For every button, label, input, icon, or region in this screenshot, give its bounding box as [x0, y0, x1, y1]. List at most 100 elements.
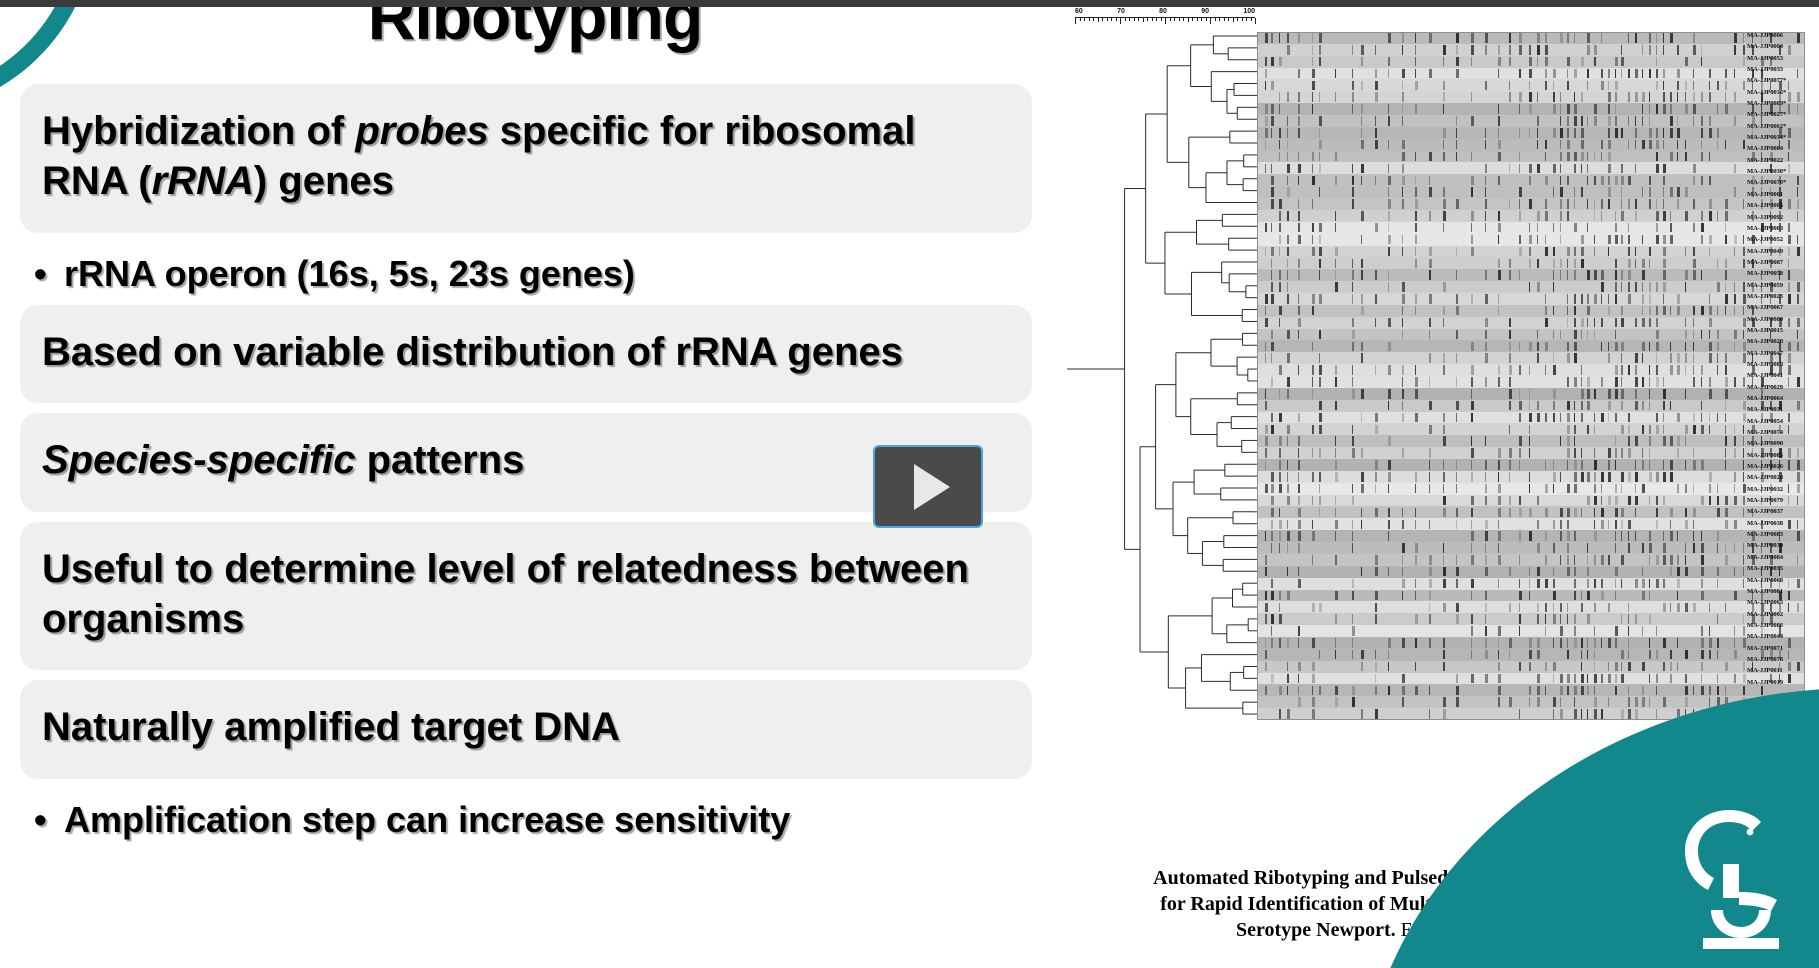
gel-band — [1761, 80, 1763, 91]
gel-band — [1335, 270, 1336, 280]
gel-band — [1388, 365, 1391, 375]
gel-band — [1498, 578, 1499, 589]
gel-band — [1574, 412, 1575, 423]
gel-band — [1779, 531, 1780, 541]
gel-band — [1529, 578, 1530, 589]
strain-label: MA-JJP0023 — [1747, 292, 1783, 300]
gel-lane — [1257, 553, 1805, 566]
gel-band — [1734, 163, 1736, 174]
gel-band — [1642, 424, 1644, 435]
gel-band — [1485, 543, 1486, 553]
gel-band — [1553, 590, 1556, 601]
gel-band — [1779, 566, 1780, 577]
gel-band — [1361, 483, 1364, 494]
gel-band — [1615, 270, 1617, 280]
gel-band — [1581, 92, 1583, 102]
gel-band — [1319, 45, 1321, 55]
video-play-button[interactable] — [873, 445, 983, 528]
gel-lane — [1257, 221, 1805, 234]
gel-band — [1335, 638, 1336, 648]
gel-band — [1287, 590, 1290, 601]
gel-band — [1352, 424, 1353, 435]
gel-band — [1265, 590, 1267, 601]
gel-band — [1701, 685, 1704, 696]
gel-band — [1553, 638, 1554, 648]
gel-band — [1779, 246, 1781, 257]
gel-band — [1519, 33, 1522, 43]
gel-band — [1429, 638, 1431, 648]
gel-band — [1594, 531, 1597, 541]
gel-band — [1770, 602, 1772, 613]
gel-band — [1287, 246, 1289, 257]
gel-band — [1335, 436, 1336, 446]
gel-band — [1587, 685, 1589, 696]
gel-band — [1298, 543, 1300, 553]
gel-band — [1271, 116, 1274, 126]
gel-band — [1335, 697, 1338, 707]
strain-label: MA-JJP0030* — [1747, 168, 1787, 176]
gel-band — [1717, 650, 1718, 660]
gel-band — [1608, 602, 1610, 613]
gel-band — [1788, 222, 1790, 233]
gel-band — [1581, 234, 1584, 245]
gel-band — [1663, 578, 1665, 589]
strain-label: MA-JJP0044 — [1747, 633, 1783, 641]
gel-band — [1734, 187, 1736, 197]
gel-band — [1402, 104, 1403, 114]
gel-band — [1456, 697, 1459, 707]
strain-label: MA-JJP0001 — [1747, 190, 1783, 198]
gel-lane — [1257, 364, 1805, 376]
gel-band — [1770, 329, 1771, 340]
gel-band — [1594, 175, 1596, 185]
gel-band — [1693, 104, 1696, 114]
gel-band — [1388, 139, 1389, 150]
gel-band — [1287, 638, 1289, 648]
gel-band — [1779, 270, 1780, 280]
gel-band — [1279, 56, 1282, 67]
gel-band — [1628, 614, 1629, 624]
gel-band — [1642, 543, 1644, 553]
gel-band — [1471, 507, 1473, 518]
gel-band — [1319, 270, 1320, 280]
gel-band — [1685, 341, 1686, 352]
gel-band — [1319, 116, 1322, 126]
gel-band — [1663, 412, 1664, 423]
gel-band — [1519, 412, 1521, 423]
gel-band — [1265, 460, 1266, 470]
gel-band — [1498, 650, 1499, 660]
gel-band — [1587, 329, 1588, 340]
gel-band — [1443, 697, 1446, 707]
gel-band — [1456, 472, 1457, 482]
gel-lane — [1257, 435, 1805, 448]
gel-band — [1574, 685, 1577, 696]
gel-band — [1312, 638, 1315, 648]
gel-band — [1375, 294, 1377, 304]
gel-band — [1312, 68, 1315, 79]
gel-band — [1265, 353, 1266, 363]
gel-band — [1752, 436, 1754, 446]
gel-band — [1743, 56, 1745, 67]
gel-band — [1797, 602, 1799, 613]
gel-band — [1761, 175, 1763, 185]
gel-band — [1581, 294, 1583, 304]
gel-band — [1628, 436, 1630, 446]
gel-band — [1553, 92, 1555, 102]
gel-band — [1456, 45, 1458, 55]
gel-band — [1471, 294, 1473, 304]
strain-label: MA-JJP0047 — [1747, 349, 1783, 357]
gel-band — [1693, 175, 1695, 185]
gel-lane — [1257, 269, 1805, 282]
gel-band — [1743, 377, 1745, 387]
gel-band — [1581, 709, 1582, 719]
gel-band — [1537, 211, 1540, 221]
gel-band — [1471, 412, 1473, 423]
gel-band — [1485, 163, 1487, 174]
gel-band — [1717, 353, 1718, 363]
gel-lane — [1257, 328, 1805, 341]
gel-band — [1402, 566, 1403, 577]
gel-band — [1553, 519, 1555, 529]
gel-band — [1649, 341, 1650, 352]
gel-band — [1752, 424, 1755, 435]
gel-band — [1287, 294, 1289, 304]
gel-band — [1601, 151, 1602, 162]
